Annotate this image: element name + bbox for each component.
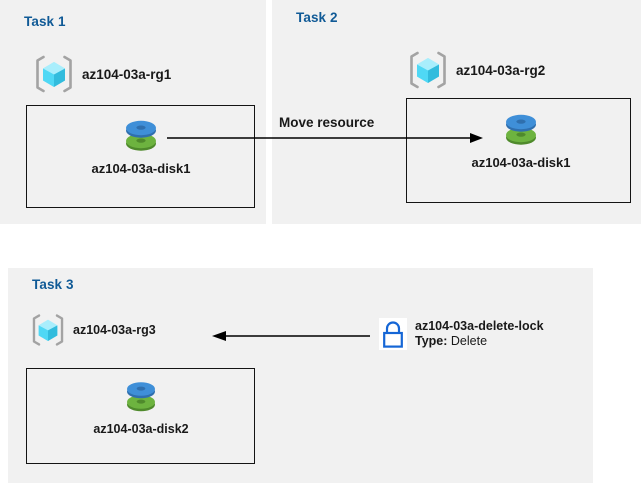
- resource-disk-name: az104-03a-disk1: [471, 155, 571, 170]
- resource-group-name: az104-03a-rg1: [82, 66, 172, 82]
- managed-disk-icon: [118, 113, 164, 158]
- resource-disk-task3[interactable]: az104-03a-disk2: [76, 374, 206, 436]
- lock-icon: [379, 318, 407, 350]
- task-label-task2: Task 2: [296, 10, 338, 25]
- connector-label-move-resource: Move resource: [279, 115, 375, 130]
- resource-disk-name: az104-03a-disk1: [91, 161, 191, 176]
- delete-lock-item[interactable]: az104-03a-delete-lock Type: Delete: [379, 318, 544, 350]
- delete-lock-type: Type: Delete: [415, 334, 544, 349]
- resource-group-name: az104-03a-rg2: [456, 62, 546, 78]
- delete-lock-type-value: Delete: [450, 334, 488, 348]
- delete-lock-type-key: Type:: [415, 334, 448, 348]
- task-label-task1: Task 1: [24, 14, 66, 29]
- task-label-task3: Task 3: [32, 277, 74, 292]
- resource-group-task2[interactable]: az104-03a-rg2: [407, 50, 545, 90]
- managed-disk-icon: [118, 374, 164, 419]
- resource-group-icon: [33, 54, 75, 94]
- resource-group-icon: [407, 50, 449, 90]
- delete-lock-name: az104-03a-delete-lock: [415, 319, 544, 333]
- managed-disk-icon: [498, 107, 544, 152]
- resource-disk-task2[interactable]: az104-03a-disk1: [456, 107, 586, 170]
- resource-group-task3[interactable]: az104-03a-rg3: [30, 313, 156, 347]
- delete-lock-text: az104-03a-delete-lock Type: Delete: [415, 318, 544, 349]
- resource-group-task1[interactable]: az104-03a-rg1: [33, 54, 171, 94]
- resource-disk-name: az104-03a-disk2: [93, 422, 189, 436]
- resource-disk-task1[interactable]: az104-03a-disk1: [76, 113, 206, 176]
- resource-group-icon: [30, 313, 66, 347]
- resource-group-name: az104-03a-rg3: [73, 323, 156, 337]
